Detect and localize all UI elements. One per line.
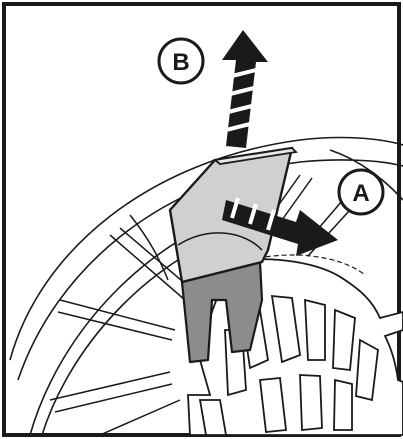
arrow-a — [222, 197, 338, 256]
clip-top-edge — [212, 147, 298, 165]
clip-back-part — [180, 260, 264, 364]
callout-a-circle — [337, 168, 385, 216]
callout-b-label: B — [172, 49, 189, 76]
callout-a-label: A — [352, 180, 369, 207]
callout-b-circle — [157, 37, 205, 85]
callout-b: B — [157, 37, 205, 85]
hub-dashed-edge — [249, 254, 366, 276]
arrow-b — [222, 30, 268, 148]
callout-a: A — [337, 168, 385, 216]
clip-groove — [177, 232, 263, 251]
